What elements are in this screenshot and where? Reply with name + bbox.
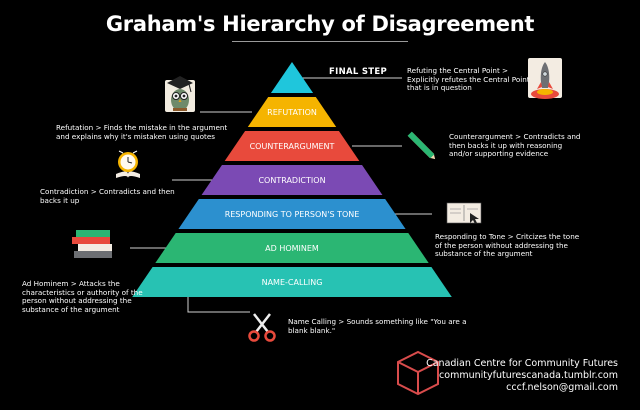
desc-line: Explicitly refutes the Central Point	[407, 74, 530, 84]
desc-line: Refutation > Finds the mistake in the ar…	[56, 123, 228, 132]
desc-counterargument: Counterargument > Contradicts and then b…	[449, 132, 581, 159]
book-cursor-icon	[446, 202, 482, 224]
crossed-pencil-ruler-icon	[407, 131, 436, 160]
final-step-label: FINAL STEP	[329, 67, 387, 77]
credit-site: communityfuturescanada.tumblr.com	[439, 370, 618, 381]
desc-line: substance of the argument	[22, 304, 120, 314]
desc-tone: Responding to Tone > Critcizes the tone …	[435, 232, 580, 259]
desc-line: Responding to Tone > Critcizes the tone	[435, 232, 580, 241]
pyramid-tier-label: CONTRADICTION	[258, 176, 325, 185]
desc-central-point: Refuting the Central Point > Explicitly …	[407, 66, 530, 93]
pyramid-tier	[224, 131, 360, 161]
alarm-clock-book-icon	[116, 150, 140, 178]
pyramid-tier	[178, 199, 406, 229]
desc-line: blank blank."	[288, 325, 336, 335]
pyramid-tier	[155, 233, 429, 263]
pyramid-tier	[132, 267, 452, 297]
pyramid-tiers: REFUTATION COUNTERARGUMENT CONTRADICTION RE…	[132, 62, 452, 297]
box-logo-icon	[397, 350, 439, 396]
desc-line: Contradiction > Contradicts and then	[40, 187, 175, 196]
page-title: Graham's Hierarchy of Disagreement	[105, 12, 535, 36]
desc-contradiction: Contradiction > Contradicts and then bac…	[40, 187, 175, 205]
desc-refutation: Refutation > Finds the mistake in the ar…	[56, 123, 228, 141]
connector-name-calling	[187, 290, 250, 313]
credit-org: Canadian Centre for Community Futures	[426, 358, 618, 369]
desc-line: and/or supporting evidence	[449, 149, 549, 159]
stacked-books-icon	[72, 230, 112, 258]
title-divider	[232, 41, 408, 42]
pyramid-tier-label: COUNTERARGUMENT	[250, 142, 335, 151]
desc-line: person without addressing the	[22, 296, 132, 306]
credit-email: cccf.nelson@gmail.com	[506, 382, 618, 393]
connector-lines	[130, 77, 432, 313]
desc-ad-hominem: Ad Hominem > Attacks the characteristics…	[22, 279, 143, 314]
desc-line: and explains why it's mistaken using quo…	[56, 131, 216, 141]
desc-name-calling: Name Calling > Sounds something like "Yo…	[288, 317, 467, 335]
owl-icon	[165, 76, 195, 112]
scissors-icon	[248, 313, 276, 342]
pyramid-apex	[270, 62, 314, 93]
pyramid-tier-label: AD HOMINEM	[265, 244, 319, 253]
desc-line: Ad Hominem > Attacks the	[22, 279, 120, 288]
desc-line: Counterargument > Contradicts and	[449, 132, 581, 141]
pyramid-tier-label: RESPONDING TO PERSON'S TONE	[225, 210, 360, 219]
desc-line: Refuting the Central Point >	[407, 66, 509, 75]
pyramid-tier	[247, 97, 337, 127]
rocket-icon	[528, 58, 562, 99]
pyramid-tier	[201, 165, 383, 195]
desc-line: then backs it up with reasoning	[449, 140, 563, 150]
pyramid-tier-label: NAME-CALLING	[262, 278, 323, 287]
desc-line: Name Calling > Sounds something like "Yo…	[288, 317, 467, 326]
desc-line: substance of the argument	[435, 249, 533, 259]
pyramid-tier-label: REFUTATION	[267, 108, 317, 117]
desc-line: that is in question	[407, 83, 472, 93]
desc-line: of the person without addressing the	[435, 240, 568, 250]
desc-line: characteristics or authority of the	[22, 287, 143, 297]
desc-line: backs it up	[40, 195, 80, 205]
